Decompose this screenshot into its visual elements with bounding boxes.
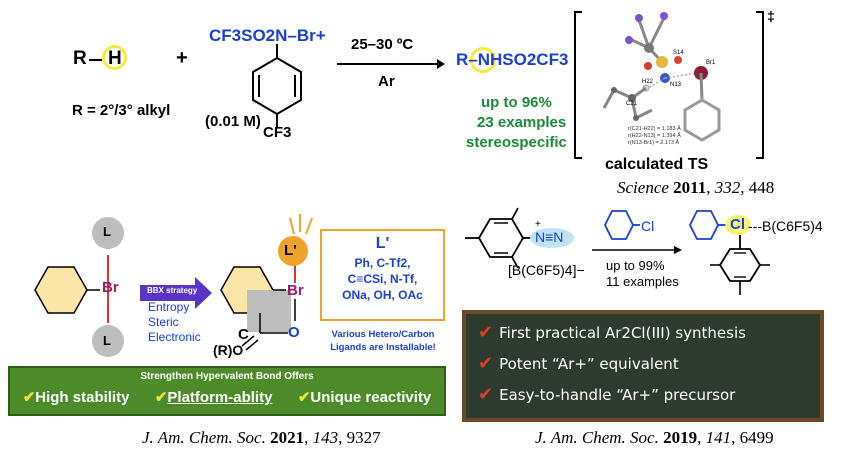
ts-bond-3: r(N13-Br1) = 2.173 Å — [628, 140, 680, 146]
top-yield: up to 96% — [481, 94, 552, 111]
condition-temp: 25–30 ºC — [351, 36, 414, 53]
ts-caption: calculated TS — [605, 156, 709, 173]
left-citation-volume: 143 — [312, 428, 339, 447]
l-prime-atom: L' — [284, 242, 297, 259]
left-citation-page: , 9327 — [338, 428, 381, 447]
diazonium-structure — [465, 207, 574, 269]
ts-atom-h: H22 — [642, 79, 654, 85]
banner-item-platform: ✔Platform-ablity — [154, 389, 273, 406]
plus-sign: + — [176, 47, 188, 69]
check-icon: ✔ — [478, 384, 494, 405]
top-stereo: stereospecific — [466, 134, 567, 151]
bromine-atom-cyclic: Br — [287, 282, 304, 299]
ligand-line-3: ONa, OH, OAc — [342, 288, 423, 302]
ligand-top: L — [103, 224, 111, 239]
right-yield: up to 99% — [606, 258, 665, 273]
condition-atmosphere: Ar — [378, 73, 395, 90]
ts-atom-s: S14 — [673, 50, 684, 56]
top-citation-year: 2011 — [673, 178, 707, 197]
ring-oxygen: O — [288, 324, 300, 341]
n-highlight-ring — [470, 47, 496, 73]
diazonium-charge: + — [535, 219, 541, 230]
product-anion: ---B(C6F5)4 — [748, 218, 823, 234]
effects-list: Entropy Steric Electronic — [148, 300, 201, 345]
top-citation-page: , 448 — [740, 178, 775, 197]
ring-carbon: C — [238, 326, 249, 343]
top-citation-volume: 332 — [714, 178, 741, 197]
check-icon: ✔ — [154, 389, 168, 406]
reactant-r: R — [73, 48, 87, 69]
ring-ester: (R)O — [213, 342, 244, 358]
ts-atom-br: Br1 — [706, 60, 716, 66]
h-highlight-ring — [102, 45, 127, 70]
top-reaction-arrow — [337, 59, 445, 69]
counterion: [B(C6F5)4]− — [508, 262, 585, 278]
transition-state-model — [574, 11, 764, 159]
ts-atom-c: C21 — [626, 101, 638, 107]
banner-title: Strengthen Hypervalent Bond Offers — [140, 371, 314, 382]
right-examples: 11 examples — [606, 274, 679, 289]
bromine-atom: Br — [102, 279, 119, 296]
banner-item-stability: ✔High stability — [22, 389, 130, 406]
ts-double-dagger: ‡ — [767, 8, 775, 24]
ligand-box-lines: Ph, C-Tf2, C≡CSi, N-Tf, ONa, OH, OAc — [322, 255, 443, 303]
diazonium-group: N≡N — [535, 229, 564, 245]
ligand-note: Various Hetero/Carbon Ligands are Instal… — [318, 328, 448, 354]
r-definition: R = 2°/3° alkyl — [72, 102, 171, 119]
right-citation-page: , 6499 — [731, 428, 774, 447]
ligand-line-1: Ph, C-Tf2, — [354, 256, 411, 270]
ligand-note-2: Ligands are Installable! — [330, 342, 436, 353]
effect-electronic: Electronic — [148, 330, 201, 344]
chlorobenzene-structure — [603, 210, 640, 240]
chalk-line-3: ✔Easy-to-handle “Ar+” precursor — [478, 384, 736, 405]
right-reaction-arrow — [592, 246, 682, 254]
effect-entropy: Entropy — [148, 300, 190, 314]
chalkboard: ✔First practical Ar2Cl(III) synthesis ✔P… — [462, 310, 824, 422]
chalk-line-1: ✔First practical Ar2Cl(III) synthesis — [478, 322, 746, 343]
ts-bond-2: r(H22-N13) = 1.394 Å — [628, 133, 681, 139]
top-examples: 23 examples — [477, 114, 567, 131]
right-citation-journal: J. Am. Chem. Soc. — [535, 428, 659, 447]
ligand-note-1: Various Hetero/Carbon — [331, 329, 435, 340]
product-cl: Cl — [730, 216, 745, 233]
ts-bond-lengths: r(C21-H22) = 1.183 Å r(H22-N13) = 1.394 … — [628, 126, 681, 147]
bbx-strategy-label: BBX strategy — [145, 286, 200, 295]
chalk-line-2: ✔Potent “Ar+” equivalent — [478, 353, 679, 374]
ligand-box: L' Ph, C-Tf2, C≡CSi, N-Tf, ONa, OH, OAc — [320, 229, 445, 321]
sparkle-icon — [289, 214, 313, 235]
check-icon: ✔ — [478, 353, 494, 374]
ligand-bottom: L — [103, 333, 111, 348]
left-citation: J. Am. Chem. Soc. 2021, 143, 9327 — [142, 428, 381, 447]
right-citation: J. Am. Chem. Soc. 2019, 141, 6499 — [535, 428, 774, 447]
ligand-line-2: C≡CSi, N-Tf, — [347, 272, 418, 286]
product-structure — [688, 210, 770, 295]
l-prime-circle — [278, 236, 308, 266]
reagent-concentration: (0.01 M) — [205, 113, 261, 130]
ts-atom-n: N13 — [670, 82, 682, 88]
top-citation: Science 2011, 332, 448 — [617, 178, 775, 197]
ligand-box-title: L' — [375, 235, 390, 252]
h-atom: H — [108, 48, 122, 69]
banner-item-reactivity: ✔Unique reactivity — [297, 389, 432, 406]
chlorobenzene-cl: Cl — [641, 218, 655, 234]
stability-banner: Strengthen Hypervalent Bond Offers ✔High… — [8, 366, 446, 416]
banner-items: ✔High stability ✔Platform-ablity ✔Unique… — [10, 388, 444, 406]
left-citation-year: 2021 — [270, 428, 305, 447]
right-citation-volume: 141 — [705, 428, 732, 447]
effect-steric: Steric — [148, 315, 179, 329]
r-h-bond — [89, 59, 102, 61]
right-citation-year: 2019 — [663, 428, 698, 447]
check-icon: ✔ — [478, 322, 494, 343]
ts-bond-1: r(C21-H22) = 1.183 Å — [628, 126, 681, 132]
check-icon: ✔ — [22, 389, 36, 406]
reagent-aryl-ring — [252, 44, 302, 128]
top-citation-journal: Science — [617, 178, 669, 197]
reagent-formula: CF3SO2N–Br+ — [209, 26, 326, 45]
check-icon: ✔ — [297, 389, 311, 406]
left-citation-journal: J. Am. Chem. Soc. — [142, 428, 266, 447]
reagent-cf3: CF3 — [263, 124, 292, 141]
product-formula: R–NHSO2CF3 — [456, 50, 569, 69]
